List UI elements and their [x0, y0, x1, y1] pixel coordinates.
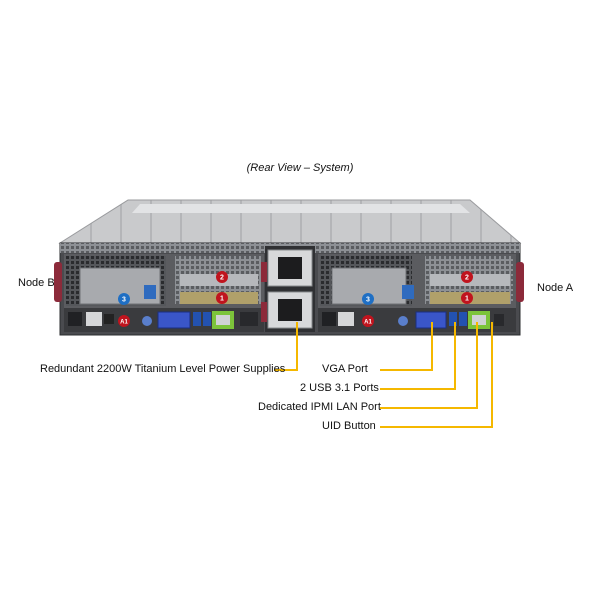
caption: (Rear View – System)	[246, 162, 354, 174]
vga-callout-line	[380, 322, 433, 371]
node-a-badge-3-text: 3	[366, 297, 370, 304]
psu-callout-label: Redundant 2200W Titanium Level Power Sup…	[40, 363, 286, 375]
node-b-badge-1: 1	[216, 292, 228, 304]
node-a	[318, 254, 516, 332]
chassis-top	[58, 199, 522, 244]
node-a-badge-1: 1	[461, 292, 473, 304]
node-a-badge-1-text: 1	[465, 296, 469, 303]
node-b-badge-2: 2	[216, 271, 228, 283]
uid-callout-line	[380, 322, 493, 428]
node-a-badge-2: 2	[461, 271, 473, 283]
node-b-badge-3: 3	[118, 293, 130, 305]
node-b-badge-1-text: 1	[220, 296, 224, 303]
chassis-rear-face	[54, 242, 524, 336]
ipmi-callout-line	[380, 322, 478, 409]
ipmi-callout-label: Dedicated IPMI LAN Port	[258, 401, 381, 413]
node-b-badge-3-text: 3	[122, 297, 126, 304]
vga-callout-label: VGA Port	[322, 363, 368, 375]
usb-callout-label: 2 USB 3.1 Ports	[300, 382, 379, 394]
node-a-badge-3: 3	[362, 293, 374, 305]
node-b-badge-a1: A1	[118, 315, 130, 327]
node-b-badge-a1-text: A1	[120, 320, 128, 326]
slot-badges: 2 1 3 A1 2 1 3 A1	[118, 271, 473, 327]
node-a-label: Node A	[537, 282, 574, 294]
node-a-badge-a1: A1	[362, 315, 374, 327]
callout-lines	[274, 322, 493, 428]
uid-callout-label: UID Button	[322, 420, 376, 432]
node-b-badge-2-text: 2	[220, 275, 224, 282]
node-b	[64, 254, 264, 332]
node-a-badge-a1-text: A1	[364, 320, 372, 326]
node-b-handle	[54, 262, 62, 302]
usb-callout-line	[380, 322, 456, 390]
psu-callout-line	[274, 322, 298, 371]
psu-bay	[261, 246, 315, 332]
node-a-handle	[516, 262, 524, 302]
node-a-badge-2-text: 2	[465, 275, 469, 282]
node-b-label: Node B	[18, 277, 55, 289]
